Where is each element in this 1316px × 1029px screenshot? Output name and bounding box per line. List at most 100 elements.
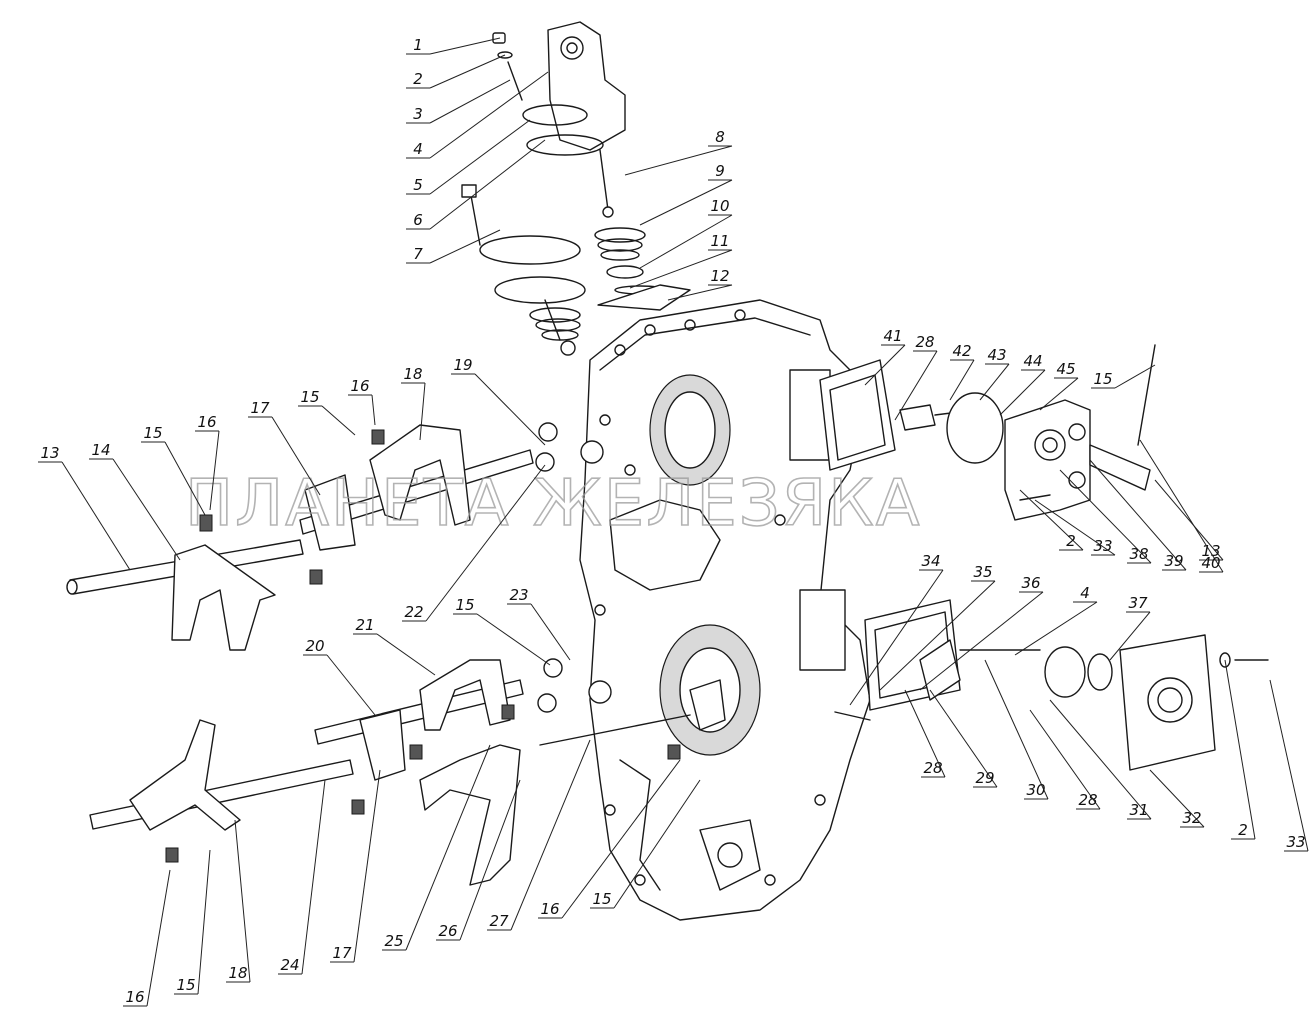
- callout-number: 29: [975, 769, 994, 787]
- callout-number: 1: [413, 36, 423, 54]
- callout-leader-line: [613, 779, 701, 909]
- callout-leader-line: [639, 214, 733, 269]
- callout-leader-line: [234, 819, 251, 983]
- callout-number: 28: [1078, 791, 1097, 809]
- callout-leader-line: [326, 654, 376, 716]
- callout-13: 13: [1154, 479, 1224, 561]
- callout-number: 36: [1021, 574, 1040, 592]
- callout-number: 7: [413, 245, 423, 263]
- callout-10: 10: [639, 197, 733, 269]
- lower-right-cover: [834, 599, 1269, 771]
- callout-45: 45: [1039, 360, 1079, 411]
- callout-25: 25: [382, 744, 491, 951]
- callout-6: 6: [406, 139, 546, 230]
- callout-number: 33: [1093, 537, 1112, 555]
- lower-shift-rod-20-21: [314, 659, 524, 745]
- callout-number: 13: [1201, 542, 1220, 560]
- callout-leader-line: [429, 71, 549, 159]
- callout-leader-line: [429, 229, 501, 264]
- callout-number: 45: [1056, 360, 1075, 378]
- callout-leader-line: [1089, 459, 1187, 571]
- callout-number: 15: [1093, 370, 1112, 388]
- callout-leader-line: [864, 344, 906, 386]
- shift-lever-assembly: [461, 21, 691, 356]
- callout-leader-line: [999, 369, 1046, 416]
- callout-number: 16: [350, 377, 369, 395]
- callout-number: 17: [332, 944, 352, 962]
- callout-leader-line: [474, 373, 546, 446]
- callout-14: 14: [89, 441, 181, 561]
- callout-42: 42: [949, 342, 975, 401]
- callout-number: 33: [1286, 833, 1305, 851]
- callout-8: 8: [624, 128, 733, 176]
- callout-leader-line: [429, 79, 511, 124]
- callout-leader-line: [209, 430, 220, 511]
- callout-leader-line: [459, 779, 521, 941]
- callout-number: 15: [143, 424, 162, 442]
- callout-19: 19: [451, 356, 546, 446]
- callout-4: 4: [1014, 584, 1098, 656]
- callout-leader-line: [1059, 469, 1152, 564]
- callout-leader-line: [639, 179, 733, 226]
- callout-15: 15: [141, 424, 206, 516]
- callout-number: 27: [489, 912, 509, 930]
- callout-number: 42: [952, 342, 971, 360]
- callout-18: 18: [226, 819, 251, 983]
- upper-shift-rod-17-18: [299, 424, 534, 551]
- callout-number: 3: [413, 105, 423, 123]
- callout-number: 8: [715, 128, 725, 146]
- callout-28: 28: [894, 333, 938, 421]
- callout-leader-line: [405, 744, 491, 951]
- callout-23: 23: [507, 586, 571, 661]
- callout-7: 7: [406, 229, 501, 264]
- callout-leader-line: [629, 249, 733, 289]
- callout-17: 17: [248, 399, 321, 496]
- upper-shift-rod-13: [66, 539, 304, 651]
- callout-number: 2: [1066, 532, 1076, 550]
- callout-leader-line: [1269, 679, 1309, 852]
- callout-leader-line: [1029, 709, 1101, 810]
- callout-number: 31: [1129, 801, 1148, 819]
- callout-leader-line: [849, 569, 944, 706]
- callout-number: 22: [404, 603, 423, 621]
- callout-18: 18: [401, 365, 426, 441]
- callout-36: 36: [919, 574, 1044, 691]
- callout-number: 15: [300, 388, 319, 406]
- callout-leader-line: [164, 441, 206, 516]
- callout-21: 21: [353, 616, 436, 676]
- callout-12: 12: [667, 267, 733, 301]
- callout-leader-line: [1014, 601, 1098, 656]
- callout-number: 44: [1023, 352, 1042, 370]
- callout-leader-line: [1019, 489, 1084, 551]
- callout-number: 16: [197, 413, 216, 431]
- shift-fork-25-26: [419, 679, 726, 886]
- callout-leader-line: [1139, 439, 1224, 573]
- callout-number: 17: [250, 399, 270, 417]
- callout-leader-line: [624, 145, 733, 176]
- callout-2: 2: [1019, 489, 1084, 551]
- callout-44: 44: [999, 352, 1046, 416]
- callout-number: 14: [91, 441, 110, 459]
- callout-16: 16: [123, 869, 171, 1007]
- callout-number: 18: [403, 365, 422, 383]
- callout-leader-line: [979, 363, 1010, 401]
- callout-leader-line: [510, 739, 591, 931]
- callout-number: 24: [280, 956, 299, 974]
- callout-leader-line: [1154, 479, 1224, 561]
- callout-37: 37: [1109, 594, 1151, 661]
- callout-leader-line: [879, 580, 996, 691]
- callout-43: 43: [979, 346, 1010, 401]
- callout-leader-line: [371, 394, 376, 426]
- callout-number: 4: [413, 140, 423, 158]
- callout-number: 16: [540, 900, 559, 918]
- callout-leader-line: [904, 689, 946, 778]
- callout-number: 25: [384, 932, 403, 950]
- callout-number: 2: [413, 70, 423, 88]
- callout-32: 32: [1149, 769, 1205, 828]
- callout-29: 29: [929, 689, 998, 788]
- callout-leader-line: [1109, 611, 1151, 661]
- callout-number: 23: [509, 586, 528, 604]
- callout-number: 15: [592, 890, 611, 908]
- callout-number: 32: [1182, 809, 1201, 827]
- callout-leader-line: [376, 633, 436, 676]
